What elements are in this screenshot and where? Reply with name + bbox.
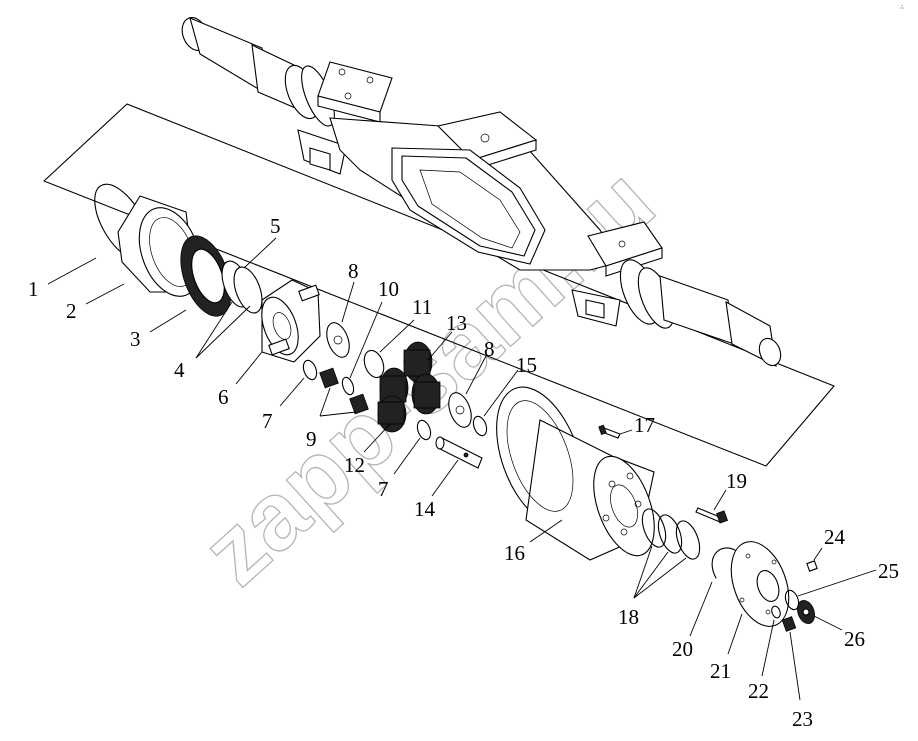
label-26: 26 [844, 627, 865, 651]
part-26-nut: 26 [797, 599, 865, 651]
label-23: 23 [792, 707, 813, 731]
label-10: 10 [378, 277, 399, 301]
axle-housing [181, 17, 782, 367]
label-8b: 8 [484, 337, 495, 361]
label-18: 18 [618, 605, 639, 629]
part-4-5-rings: 4 5 [174, 214, 281, 382]
label-25: 25 [878, 559, 899, 583]
label-6: 6 [218, 385, 229, 409]
label-3: 3 [130, 327, 141, 351]
label-22: 22 [748, 679, 769, 703]
label-20: 20 [672, 637, 693, 661]
part-23-plug: 23 [781, 616, 813, 731]
label-5: 5 [270, 214, 281, 238]
corner-mark: ∴ [900, 3, 904, 11]
part-16-wheel-hub: 16 [496, 386, 655, 565]
label-21: 21 [710, 659, 731, 683]
part-10-spacer: 10 [341, 277, 399, 396]
part-12-13-planet-gears: 12 13 [344, 311, 467, 477]
part-14-planet-pin: 14 [414, 436, 483, 521]
label-12: 12 [344, 453, 365, 477]
part-18-shim-rings: 18 [618, 508, 701, 629]
label-14: 14 [414, 497, 436, 521]
part-17-bolt: 17 [598, 413, 655, 439]
label-2: 2 [66, 299, 77, 323]
part-22-small-washer: 22 [748, 605, 781, 703]
label-7a: 7 [262, 409, 273, 433]
part-8-thrust-washer-right: 8 [448, 337, 495, 428]
label-13: 13 [446, 311, 467, 335]
part-20-circlip: 20 [672, 547, 739, 661]
part-21-cover: 21 [710, 541, 790, 683]
part-8-thrust-washer-left: 8 [326, 259, 359, 358]
part-9-needle-bearings: 9 [306, 367, 369, 451]
label-9: 9 [306, 427, 317, 451]
label-8a: 8 [348, 259, 359, 283]
label-17: 17 [634, 413, 655, 437]
part-7-washer-right: 7 [378, 419, 432, 501]
label-4: 4 [174, 358, 185, 382]
part-15-washer: 15 [472, 353, 537, 437]
label-7b: 7 [378, 477, 389, 501]
part-6-planet-carrier: 6 [218, 279, 321, 409]
part-25-o-ring: 25 [784, 559, 899, 611]
label-15: 15 [516, 353, 537, 377]
label-24: 24 [824, 525, 846, 549]
part-3-gear-disc: 3 [130, 235, 232, 351]
part-24-screw: 24 [806, 525, 846, 572]
assembly-frame [43, 103, 835, 467]
part-11-circlip: 11 [363, 295, 432, 379]
part-19-bolt: 19 [695, 469, 747, 524]
label-11: 11 [412, 295, 432, 319]
label-19: 19 [726, 469, 747, 493]
label-16: 16 [504, 541, 525, 565]
label-1: 1 [28, 277, 39, 301]
part-7-washer-left: 7 [262, 359, 318, 433]
